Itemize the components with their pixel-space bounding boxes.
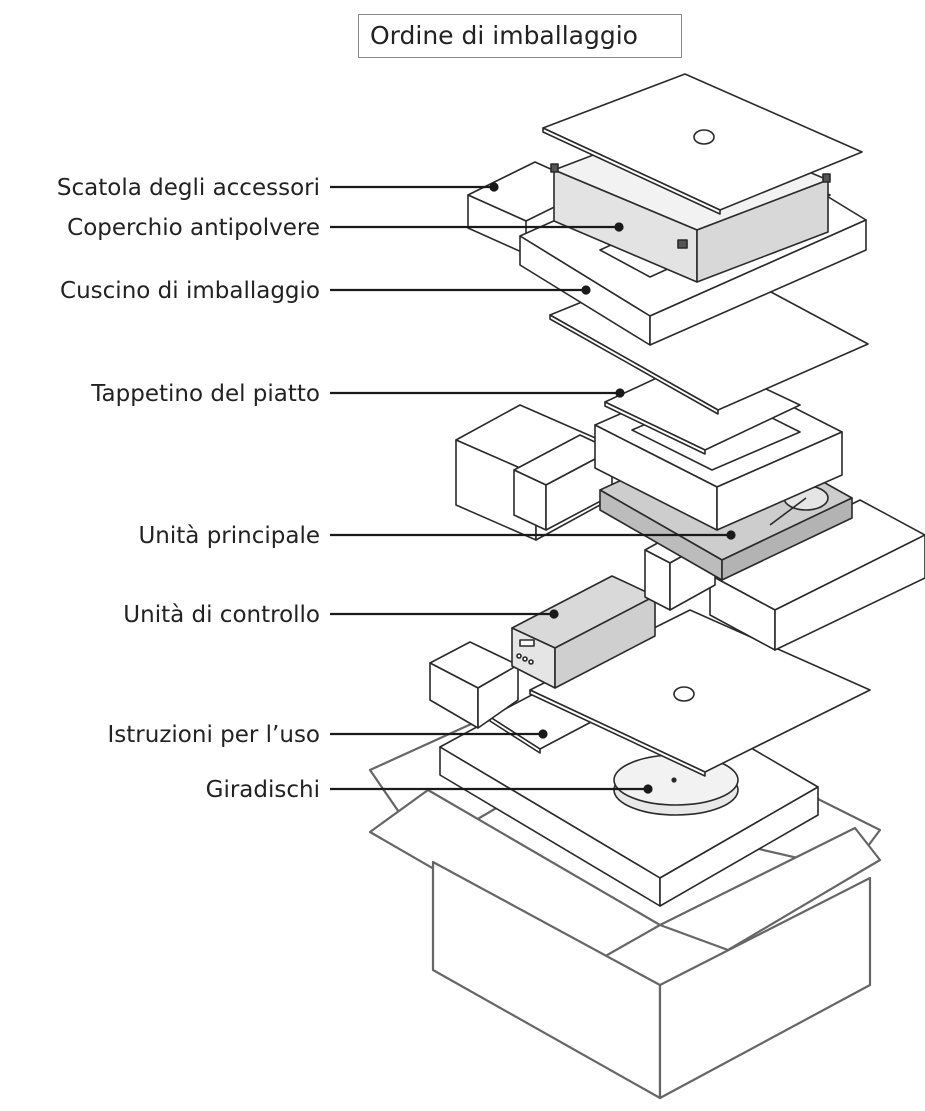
control-unit-box — [511, 575, 656, 689]
side-frame-left — [455, 404, 613, 541]
label-instructions: Istruzioni per l’uso — [107, 722, 320, 748]
label-packing-cushion: Cuscino di imballaggio — [60, 278, 320, 304]
diagram-title: Ordine di imballaggio — [358, 14, 682, 58]
side-frame-right — [644, 499, 925, 651]
label-dust-cover: Coperchio antipolvere — [67, 215, 320, 241]
label-platter: Giradischi — [205, 777, 320, 803]
label-platter-mat: Tappetino del piatto — [91, 381, 320, 407]
cardboard-box — [368, 718, 882, 1100]
callout-lines — [330, 182, 736, 794]
label-control-unit: Unità di controllo — [123, 602, 320, 628]
accessory-block — [429, 641, 519, 729]
label-accessory-box: Scatola degli accessori — [56, 175, 320, 201]
label-main-unit: Unità principale — [138, 523, 320, 549]
top-sheet — [542, 73, 863, 215]
